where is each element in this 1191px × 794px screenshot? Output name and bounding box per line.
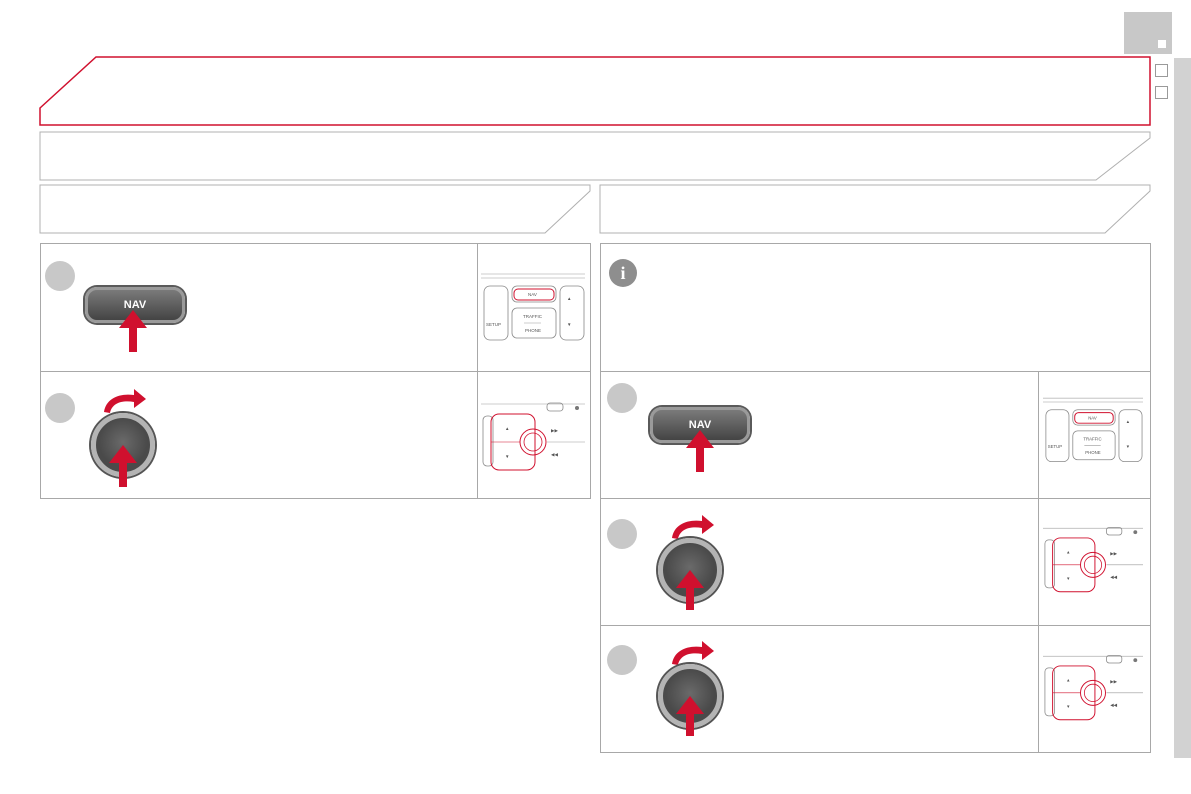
thumb-nav-label: NAV <box>1088 415 1097 420</box>
index-checkbox-1[interactable] <box>1155 64 1168 77</box>
svg-text:▲: ▲ <box>1066 549 1070 554</box>
svg-text:▶▶: ▶▶ <box>1110 551 1117 556</box>
thumb-setup-label: SETUP <box>1048 444 1063 449</box>
thumb-phone-label: PHONE <box>525 328 541 333</box>
nav-panel-thumbnail: NAV TRAFFIC PHONE SETUP ▲ ▼ <box>481 266 585 344</box>
rotary-knob[interactable] <box>658 538 722 602</box>
right-column-divider <box>1038 371 1039 753</box>
nav-panel-thumbnail: NAV TRAFFIC PHONE SETUP ▲ ▼ <box>1043 389 1143 467</box>
rotate-arrow-icon <box>104 389 146 413</box>
title-banner <box>39 56 1151 126</box>
svg-text:▼: ▼ <box>1066 576 1070 581</box>
svg-text:▶▶: ▶▶ <box>1110 679 1117 684</box>
thumb-traffic-label: TRAFFIC <box>523 314 543 319</box>
knob-panel-thumbnail: ▲ ▼ ▶▶ ◀◀ <box>1043 522 1143 600</box>
nav-button[interactable]: NAV <box>85 287 185 323</box>
knob-panel-thumbnail: ▲ ▼ ▶▶ ◀◀ <box>1043 650 1143 728</box>
right-row-divider-2 <box>600 498 1151 499</box>
step-number-badge <box>607 383 637 413</box>
svg-text:▶▶: ▶▶ <box>551 428 558 433</box>
thumb-nav-label: NAV <box>528 292 537 297</box>
svg-text:▲: ▲ <box>505 426 509 431</box>
press-arrow-icon <box>676 696 704 736</box>
svg-text:▼: ▼ <box>505 454 509 459</box>
svg-text:◀◀: ◀◀ <box>1110 702 1117 707</box>
page-tab <box>1124 12 1172 54</box>
svg-text:▼: ▼ <box>1126 444 1130 449</box>
rotate-arrow-icon <box>672 641 714 665</box>
left-section-header <box>39 184 591 234</box>
rotate-arrow-icon <box>672 515 714 539</box>
knob-panel-thumbnail: ▲ ▼ ▶▶ ◀◀ <box>481 398 585 478</box>
right-section-header <box>599 184 1151 234</box>
svg-text:▼: ▼ <box>567 322 571 327</box>
info-icon: i <box>609 259 637 287</box>
svg-text:◀◀: ◀◀ <box>1110 574 1117 579</box>
svg-text:▲: ▲ <box>1066 677 1070 682</box>
index-checkbox-2[interactable] <box>1155 86 1168 99</box>
step-number-badge <box>45 261 75 291</box>
svg-text:▲: ▲ <box>567 296 571 301</box>
svg-text:◀◀: ◀◀ <box>551 452 558 457</box>
thumb-phone-label: PHONE <box>1085 450 1100 455</box>
subtitle-banner <box>39 131 1151 181</box>
svg-text:▲: ▲ <box>1126 419 1130 424</box>
step-number-badge <box>607 519 637 549</box>
press-arrow-icon <box>119 310 147 352</box>
svg-text:▼: ▼ <box>1066 704 1070 709</box>
thumb-traffic-label: TRAFFIC <box>1083 437 1101 442</box>
thumb-setup-label: SETUP <box>486 322 501 327</box>
press-arrow-icon <box>676 570 704 610</box>
press-arrow-icon <box>109 445 137 487</box>
left-row-divider <box>40 371 591 372</box>
press-arrow-icon <box>686 430 714 472</box>
page-tab-mark <box>1158 40 1166 48</box>
step-number-badge <box>607 645 637 675</box>
left-column-divider <box>477 243 478 499</box>
side-index-bar <box>1174 58 1191 758</box>
right-row-divider-3 <box>600 625 1151 626</box>
step-number-badge <box>45 393 75 423</box>
right-row-divider-1 <box>600 371 1151 372</box>
